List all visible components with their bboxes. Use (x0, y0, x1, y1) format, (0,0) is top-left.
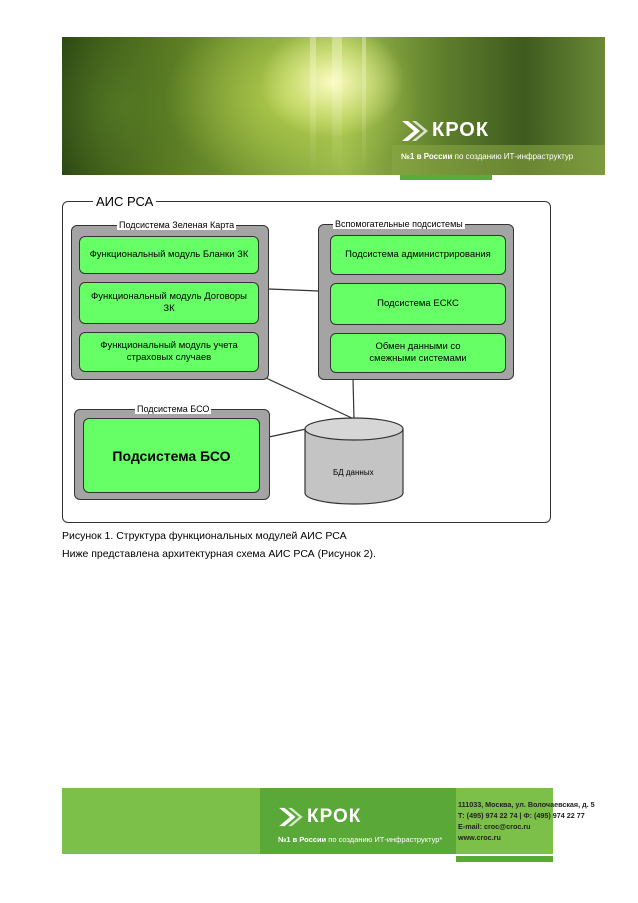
light-streak (310, 37, 316, 175)
contact-website[interactable]: www.croc.ru (458, 833, 501, 842)
connector-lines (265, 288, 355, 438)
group-green-card-title: Подсистема Зеленая Карта (117, 220, 237, 230)
diagram-title: АИС РСА (93, 195, 157, 208)
header-accent-bar (400, 175, 492, 180)
footer-tagline-rest: по созданию ИТ-инфраструктур* (328, 835, 443, 844)
module-bso: Подсистема БСО (83, 418, 260, 493)
croc-logo-icon (279, 807, 303, 827)
header-logo-text: КРОК (432, 119, 490, 141)
contact-block: 111033, Москва, ул. Волочаевская, д. 5 Т… (458, 799, 595, 843)
group-bso-title: Подсистема БСО (135, 404, 212, 414)
database-label: БД данных (333, 468, 374, 477)
tagline-band (392, 145, 605, 175)
group-bso: Подсистема БСО Подсистема БСО (74, 404, 270, 500)
footer-accent-bar (456, 856, 553, 862)
module-administration: Подсистема администрирования (330, 235, 506, 275)
module-insurance-cases: Функциональный модуль учета страховых сл… (79, 332, 259, 372)
group-green-card: Подсистема Зеленая Карта Функциональный … (71, 220, 269, 380)
body-paragraph: Ниже представлена архитектурная схема АИ… (62, 548, 376, 560)
footer-logo: КРОК (277, 806, 361, 828)
database-icon (304, 417, 404, 505)
header-tagline-rest: по созданию ИТ-инфраструктур (454, 152, 574, 161)
footer-tagline-bold: №1 в России (278, 835, 327, 844)
light-streak (332, 37, 342, 175)
contact-address: 111033, Москва, ул. Волочаевская, д. 5 (458, 800, 595, 809)
module-blanks-zk: Функциональный модуль Бланки ЗК (79, 236, 259, 274)
header-logo: КРОК (400, 119, 489, 142)
footer-logo-panel (260, 788, 456, 854)
figure-caption: Рисунок 1. Структура функциональных моду… (62, 530, 347, 542)
contact-email[interactable]: E-mail: croc@croc.ru (458, 822, 531, 831)
footer-tagline: №1 в России по созданию ИТ-инфраструктур… (278, 835, 442, 844)
module-esks: Подсистема ЕСКС (330, 283, 506, 325)
light-streak (362, 37, 366, 175)
footer-logo-text: КРОК (307, 806, 362, 827)
header-banner: КРОК №1 в России по созданию ИТ-инфрастр… (62, 37, 605, 175)
ais-rsa-diagram: АИС РСА Подсистема Зеленая Карта Функцио… (62, 195, 551, 523)
croc-logo-icon (402, 120, 428, 141)
group-aux-subsystems: Вспомогательные подсистемы Подсистема ад… (318, 219, 514, 380)
header-tagline-bold: №1 в России (401, 152, 453, 161)
module-contracts-zk: Функциональный модуль Договоры ЗК (79, 282, 259, 324)
contact-phones: Т: (495) 974 22 74 | Ф: (495) 974 22 77 (458, 811, 585, 820)
header-tagline: №1 в России по созданию ИТ-инфраструктур (401, 152, 573, 161)
group-aux-title: Вспомогательные подсистемы (333, 219, 465, 229)
module-data-exchange: Обмен данными со смежными системами (330, 333, 506, 373)
